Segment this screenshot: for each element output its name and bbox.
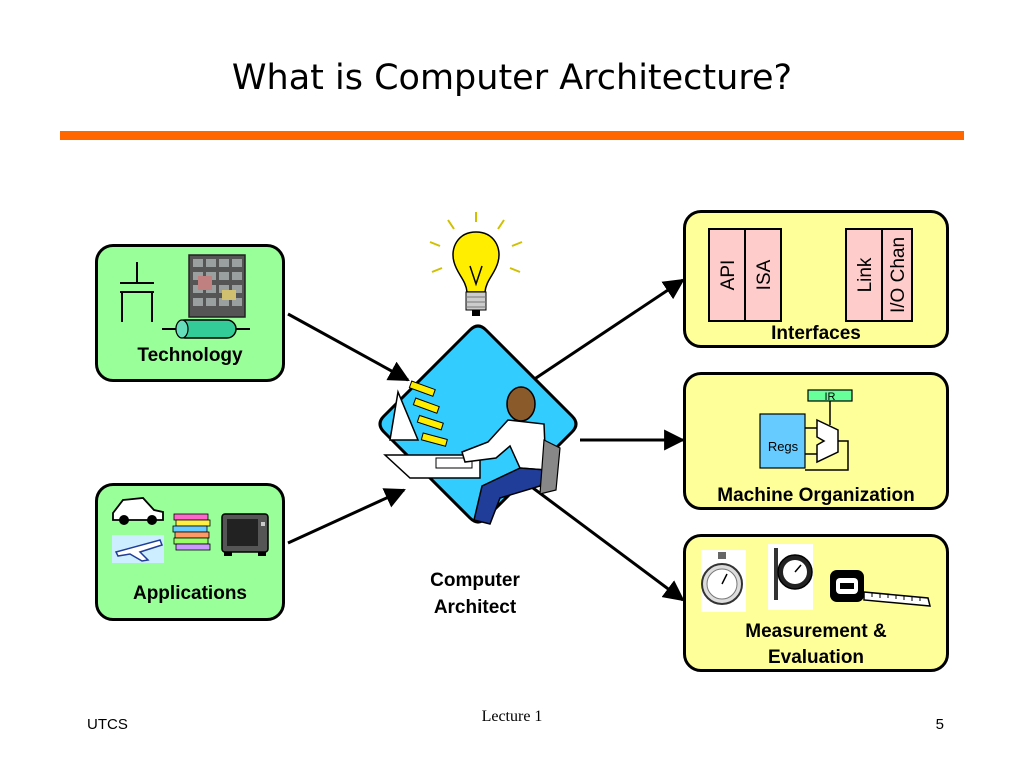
io-chan-cell: [881, 228, 913, 322]
api-cell: [708, 228, 746, 322]
document-stack-icon: [172, 513, 211, 551]
link-cell: [845, 228, 883, 322]
measurement-label-line1: Measurement &: [745, 621, 887, 642]
arrow-architect-to-interfaces: [532, 278, 685, 382]
architect-illustration: [378, 324, 578, 525]
datapath-diagram: IR Regs: [759, 389, 853, 471]
capacitor-component-icon: [162, 319, 250, 339]
title-underline: [60, 131, 964, 140]
interfaces-diagram: [708, 228, 913, 322]
measurement-label-line2: Evaluation: [767, 647, 865, 668]
ir-label: IR: [825, 391, 836, 403]
regs-label: Regs: [768, 439, 799, 454]
stopwatch-icon: [701, 550, 746, 612]
television-icon: [221, 513, 269, 556]
architect-label-line2: Architect: [433, 597, 517, 618]
isa-label: ISA: [754, 259, 775, 290]
io-chan-label: I/O Chan: [888, 237, 909, 313]
blood-pressure-gauge-icon: [768, 544, 813, 610]
footer-center-text: Lecture 1: [481, 708, 543, 725]
footer-left-text: UTCS: [87, 716, 128, 733]
flow-arrows: [287, 278, 686, 602]
chip-board-icon: [188, 254, 246, 318]
architect-label-line1: Computer: [430, 570, 520, 591]
isa-cell: [744, 228, 782, 322]
arrow-applications-to-architect: [287, 488, 406, 545]
alu-shape: [816, 418, 839, 464]
transistor-symbol-icon: [120, 262, 154, 322]
interfaces-label: Interfaces: [771, 323, 861, 344]
airplane-icon: [112, 535, 164, 563]
lightbulb-icon: [429, 212, 523, 316]
api-label: API: [718, 260, 739, 291]
car-icon: [112, 497, 164, 525]
regs-register-file: [759, 413, 806, 469]
arrow-architect-to-measurement: [532, 486, 685, 602]
link-label: Link: [855, 257, 876, 292]
arrow-technology-to-architect: [287, 312, 410, 382]
applications-label: Applications: [132, 583, 247, 604]
slide-number: 5: [935, 716, 944, 733]
machine-organization-label: Machine Organization: [717, 485, 915, 506]
slide-title: What is Computer Architecture?: [231, 58, 793, 98]
technology-label: Technology: [137, 345, 243, 366]
tape-measure-icon: [830, 570, 931, 607]
